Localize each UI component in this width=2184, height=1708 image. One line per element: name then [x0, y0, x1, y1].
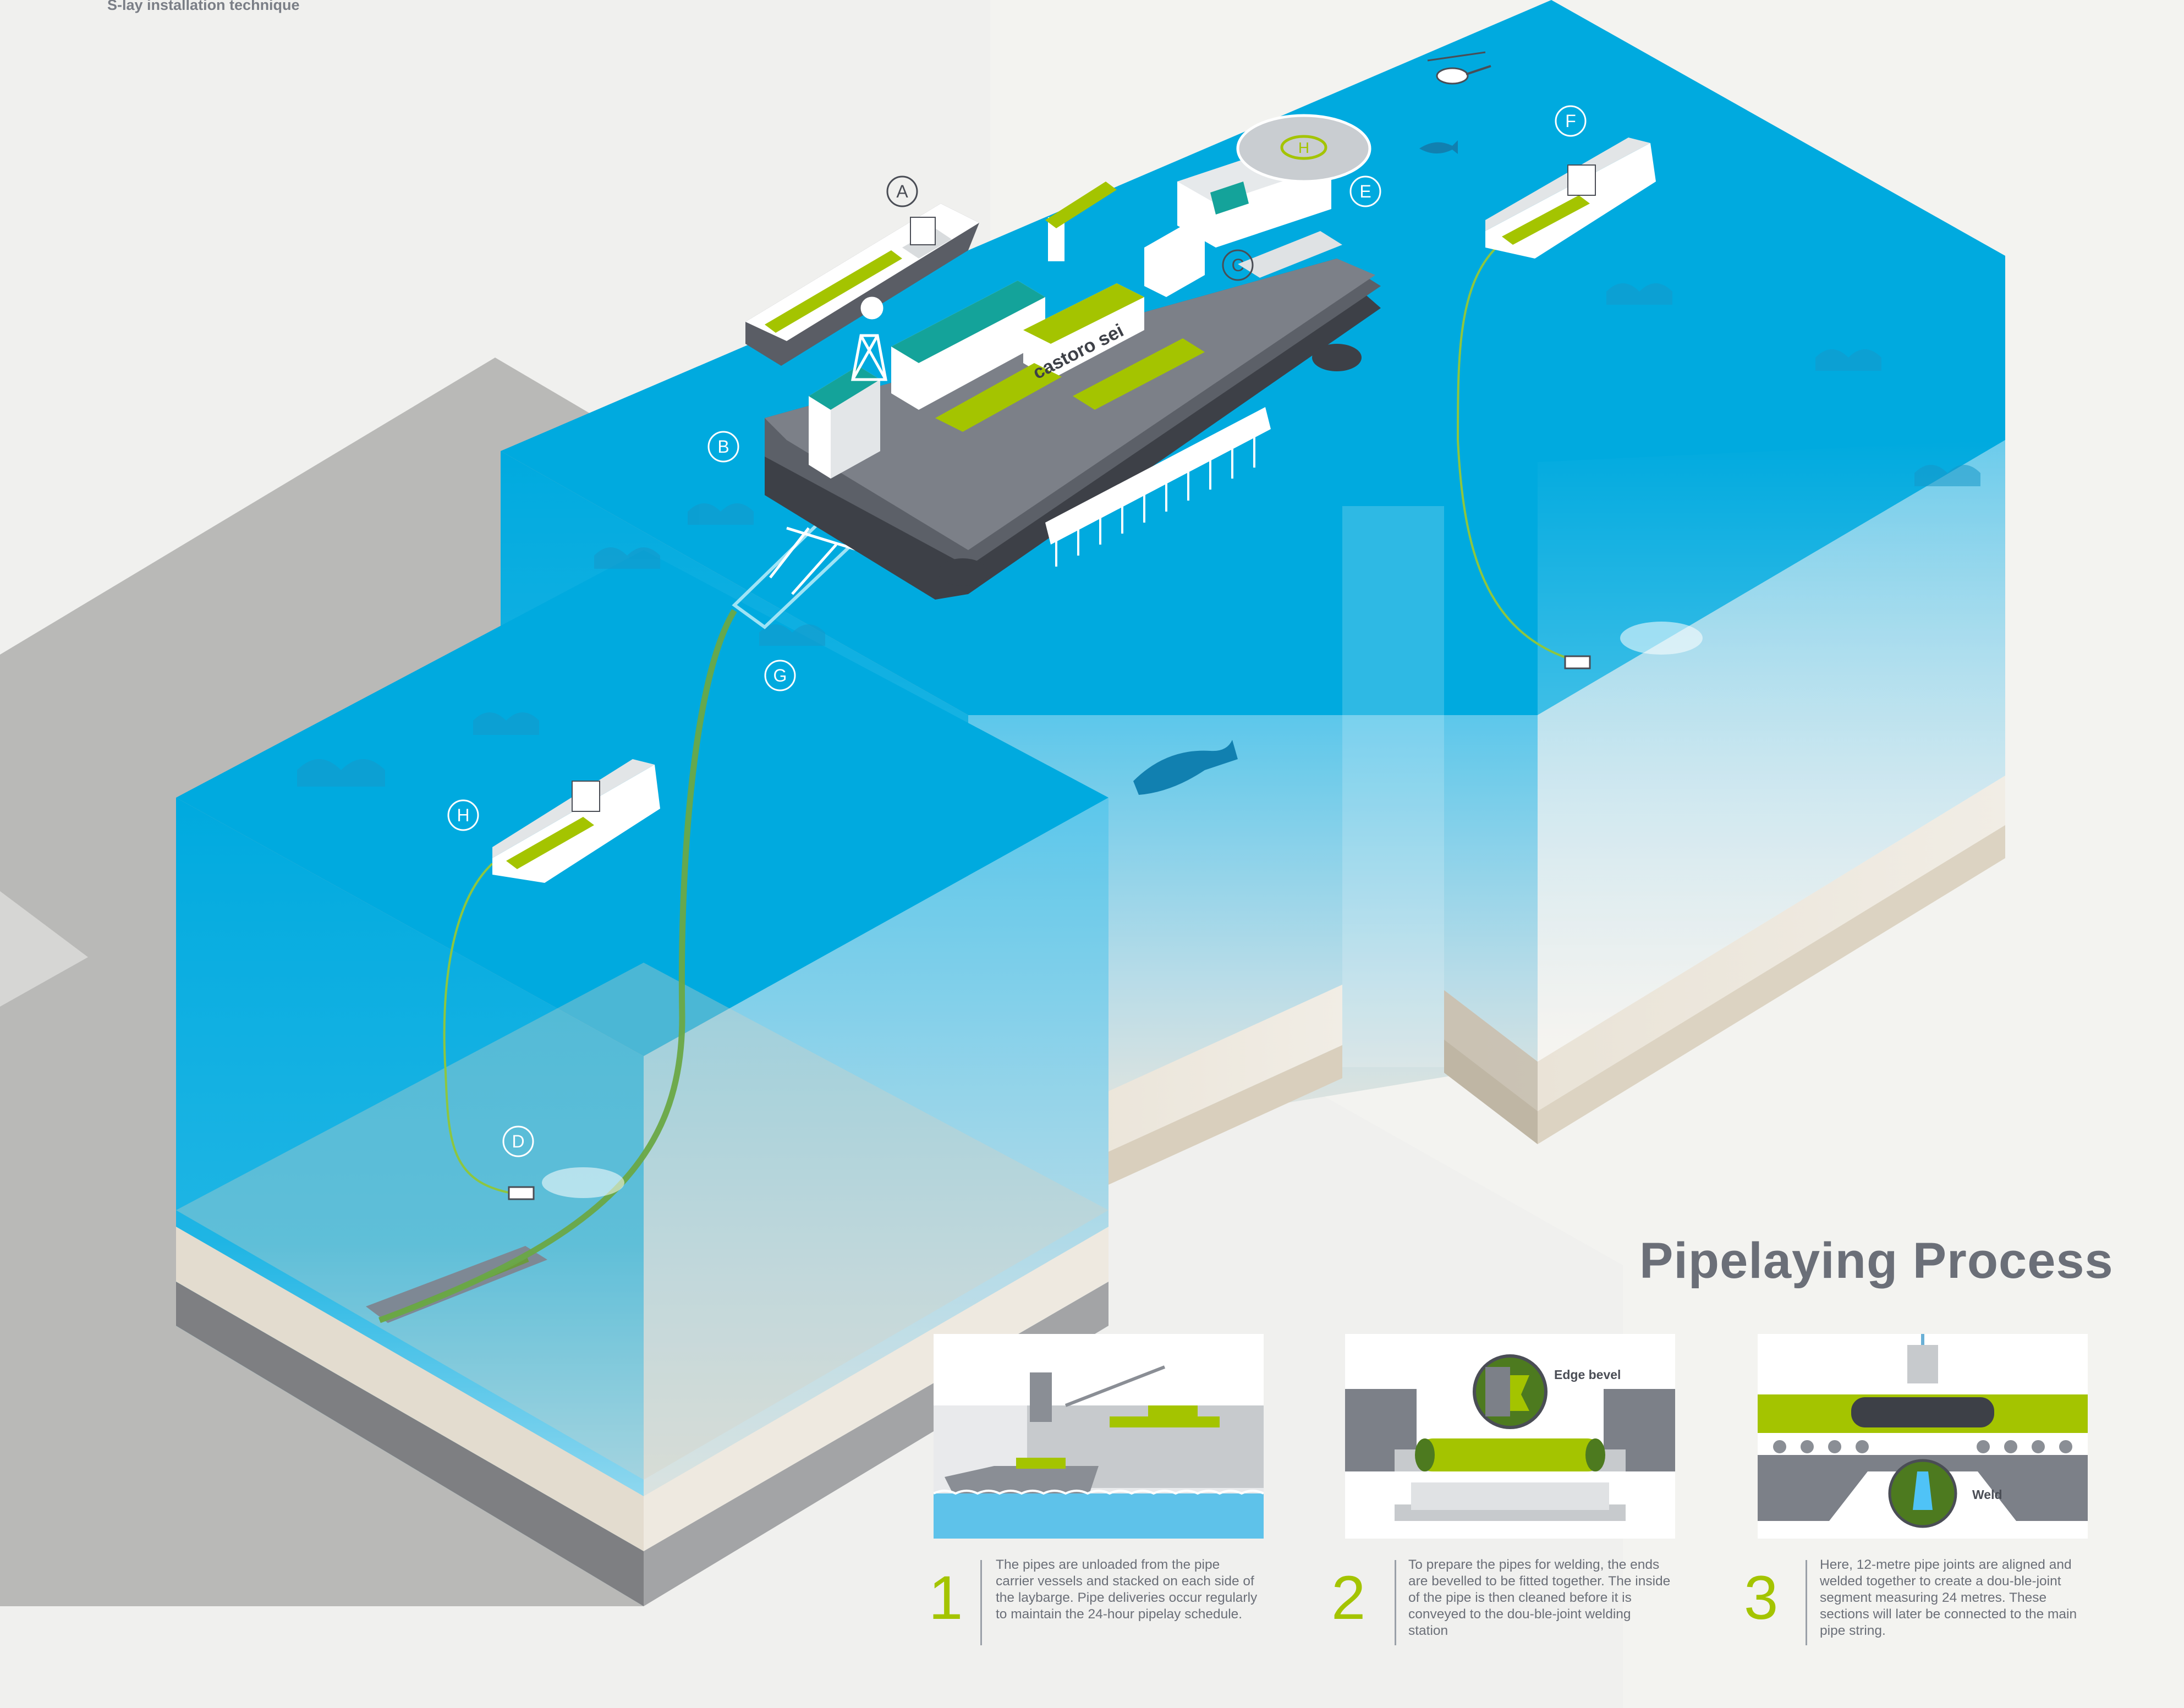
step-2-number: 2 [1331, 1563, 1366, 1632]
marker-e: E [1349, 175, 1381, 207]
unloading-illustration [934, 1334, 1264, 1539]
step-1-number: 1 [929, 1563, 963, 1632]
pipe-carrier-vessel-a [745, 204, 979, 366]
marker-a: A [886, 175, 918, 207]
step-3-number: 3 [1744, 1563, 1779, 1632]
svg-text:A: A [896, 182, 908, 201]
marker-c: C [1222, 249, 1254, 281]
edge-bevel-label: Edge bevel [1554, 1368, 1621, 1382]
step-1-divider [980, 1560, 982, 1645]
rov-tether-f [1456, 246, 1574, 661]
svg-text:D: D [512, 1132, 524, 1151]
marker-h: H [447, 799, 479, 831]
svg-text:B: B [717, 437, 729, 457]
step-3-text: Here, 12-metre pipe joints are aligned a… [1820, 1557, 2077, 1638]
support-vessel-f [1485, 138, 1656, 259]
step-3-divider [1806, 1560, 1807, 1645]
step-2-panel: Edge bevel [1345, 1334, 1675, 1539]
helicopter [1427, 51, 1491, 85]
marker-b: B [707, 431, 739, 463]
svg-text:E: E [1359, 182, 1371, 201]
svg-text:G: G [773, 666, 787, 685]
process-title: Pipelaying Process [1639, 1233, 2114, 1289]
lower-water-block [176, 550, 1109, 1606]
marker-g: G [764, 660, 796, 691]
step-3-panel: Weld [1758, 1334, 2088, 1539]
wave-motifs [297, 283, 1980, 787]
radar-tower [850, 296, 888, 381]
rov-d [508, 1167, 624, 1200]
laybarge-castoro: H castoro sei [765, 114, 1381, 600]
bevel-illustration: Edge bevel [1345, 1334, 1675, 1539]
svg-text:H: H [457, 805, 469, 825]
marker-d: D [502, 1125, 534, 1157]
helideck: H [1236, 114, 1371, 183]
diagram-subtitle: S-lay installation technique [107, 0, 300, 13]
step-2-text: To prepare the pipes for welding, the en… [1408, 1557, 1671, 1638]
step-1-panel [934, 1334, 1264, 1539]
rov-tether-h [443, 863, 515, 1195]
helipad-letter: H [1298, 139, 1309, 156]
whale-silhouette [1133, 740, 1238, 795]
weld-label: Weld [1972, 1487, 2002, 1502]
step-2-divider [1395, 1560, 1396, 1645]
rov-f [1564, 622, 1703, 669]
markers: A B C D E F G H [447, 105, 1587, 1157]
svg-text:F: F [1565, 111, 1576, 131]
weld-illustration: Weld [1758, 1334, 2088, 1539]
support-vessel-h [492, 759, 660, 883]
main-pipeline [378, 609, 737, 1323]
marker-f: F [1555, 105, 1587, 137]
step-1-text: The pipes are unloaded from the pipe car… [996, 1557, 1258, 1622]
fish-silhouette [1419, 140, 1458, 154]
svg-text:C: C [1231, 255, 1244, 275]
